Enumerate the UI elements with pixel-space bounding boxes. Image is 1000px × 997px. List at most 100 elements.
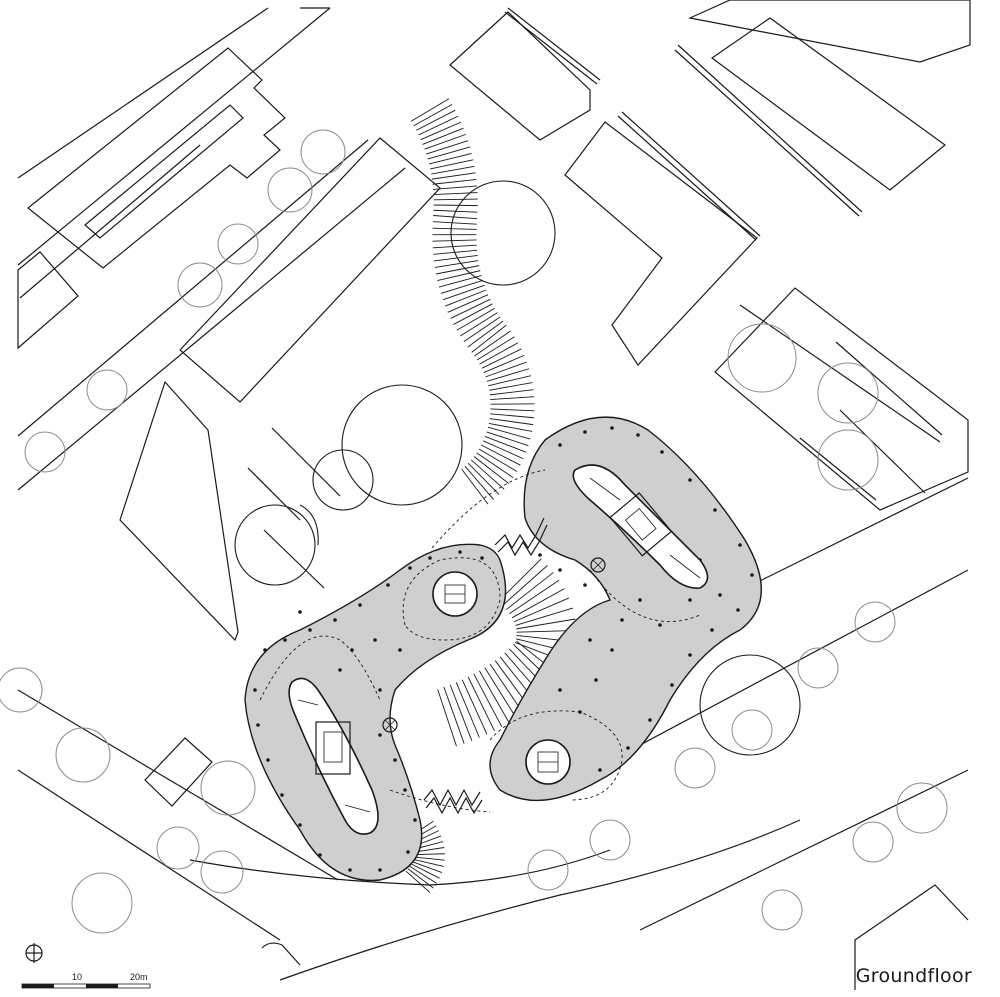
- ramp-rib: [431, 172, 476, 180]
- ramp-rib: [490, 396, 535, 400]
- ramp-rib: [407, 868, 434, 889]
- column: [413, 818, 417, 822]
- ramp-rib: [474, 330, 511, 357]
- column: [333, 618, 337, 622]
- column: [348, 868, 352, 872]
- ramp-rib: [418, 115, 459, 136]
- column: [638, 598, 642, 602]
- ramp-rib: [460, 312, 498, 337]
- ramp-rib: [433, 249, 478, 255]
- ramp-rib: [411, 861, 443, 873]
- ramp-rib: [430, 159, 474, 170]
- scale-tick-10: 10: [72, 972, 82, 982]
- column: [670, 683, 674, 687]
- ramp-rib: [476, 452, 514, 478]
- ramp-rib: [410, 863, 440, 879]
- ramp-rib: [481, 444, 521, 466]
- ramp-rib: [489, 382, 533, 391]
- column: [253, 688, 257, 692]
- ramp-rib: [433, 198, 478, 201]
- ramp-rib: [422, 127, 464, 145]
- column: [338, 668, 342, 672]
- ramp-rib: [515, 607, 573, 626]
- ramp-rib: [405, 870, 431, 893]
- column: [558, 568, 562, 572]
- ramp-rib: [409, 865, 437, 884]
- column: [358, 603, 362, 607]
- column: [378, 688, 382, 692]
- column: [458, 550, 462, 554]
- building-footprint: [244, 416, 763, 882]
- ramp-rib: [478, 448, 518, 472]
- round-core-a: [432, 571, 478, 617]
- column: [406, 850, 410, 854]
- trees: [0, 129, 948, 934]
- core-north: [572, 464, 709, 589]
- structural-columns: [253, 426, 754, 872]
- ramp-rib: [412, 856, 445, 861]
- ramp-rib: [484, 436, 527, 453]
- column: [713, 508, 717, 512]
- ramp-rib: [432, 227, 477, 230]
- ramp-rib: [427, 146, 471, 160]
- ramp-rib: [431, 165, 475, 175]
- ramp-rib: [483, 440, 524, 460]
- ramp-rib: [486, 368, 530, 382]
- column: [373, 638, 377, 642]
- ramp-rib: [437, 689, 457, 747]
- column: [736, 608, 740, 612]
- column: [298, 823, 302, 827]
- ramp-rib: [473, 456, 510, 484]
- ramp-rib: [486, 431, 529, 447]
- ramp-rib: [426, 140, 469, 155]
- column: [428, 556, 432, 560]
- ramp-rib: [412, 858, 444, 867]
- ramp-rib: [432, 221, 477, 225]
- ramp-rib: [453, 303, 493, 325]
- core-south: [288, 677, 379, 835]
- ramp-rib: [447, 294, 489, 313]
- ramp-rib: [438, 275, 482, 288]
- column: [688, 478, 692, 482]
- column: [583, 583, 587, 587]
- ramp-rib: [433, 192, 478, 196]
- ramp-rib: [450, 298, 491, 319]
- ramp-rib: [443, 686, 465, 744]
- column: [660, 450, 664, 454]
- ramp-rib: [424, 133, 467, 150]
- column: [658, 623, 662, 627]
- column: [263, 648, 267, 652]
- ramp-rib: [433, 204, 478, 207]
- ramp-rib: [437, 270, 481, 281]
- ramp-rib: [455, 682, 480, 738]
- ramp-rib: [432, 239, 477, 242]
- pergola-lines: [247, 7, 943, 589]
- column: [378, 733, 382, 737]
- ramp-rib: [488, 422, 533, 432]
- plan-title: Groundfloor: [855, 965, 972, 987]
- ramp-rib: [435, 265, 480, 275]
- ramp-rib: [511, 588, 565, 619]
- ramp-rib: [461, 679, 488, 735]
- ramp-rib: [433, 215, 478, 220]
- ramp-rib: [442, 284, 485, 301]
- column: [688, 653, 692, 657]
- column: [636, 433, 640, 437]
- ramp-rib: [479, 342, 519, 365]
- surrounding-buildings: [17, 0, 971, 990]
- ramp-rib: [428, 152, 472, 165]
- ramp-rib: [415, 109, 456, 131]
- ramp-rib: [490, 413, 535, 419]
- column: [256, 723, 260, 727]
- ramp-rib: [432, 178, 477, 185]
- column: [710, 628, 714, 632]
- ramp-rib: [420, 121, 462, 141]
- ramp-rib: [481, 348, 522, 369]
- ramp-rib: [432, 244, 477, 249]
- ramp-rib: [413, 104, 453, 127]
- entrance-markers: [382, 557, 606, 733]
- column: [350, 648, 354, 652]
- ramp-rib: [489, 418, 534, 426]
- ramp-rib: [516, 618, 576, 630]
